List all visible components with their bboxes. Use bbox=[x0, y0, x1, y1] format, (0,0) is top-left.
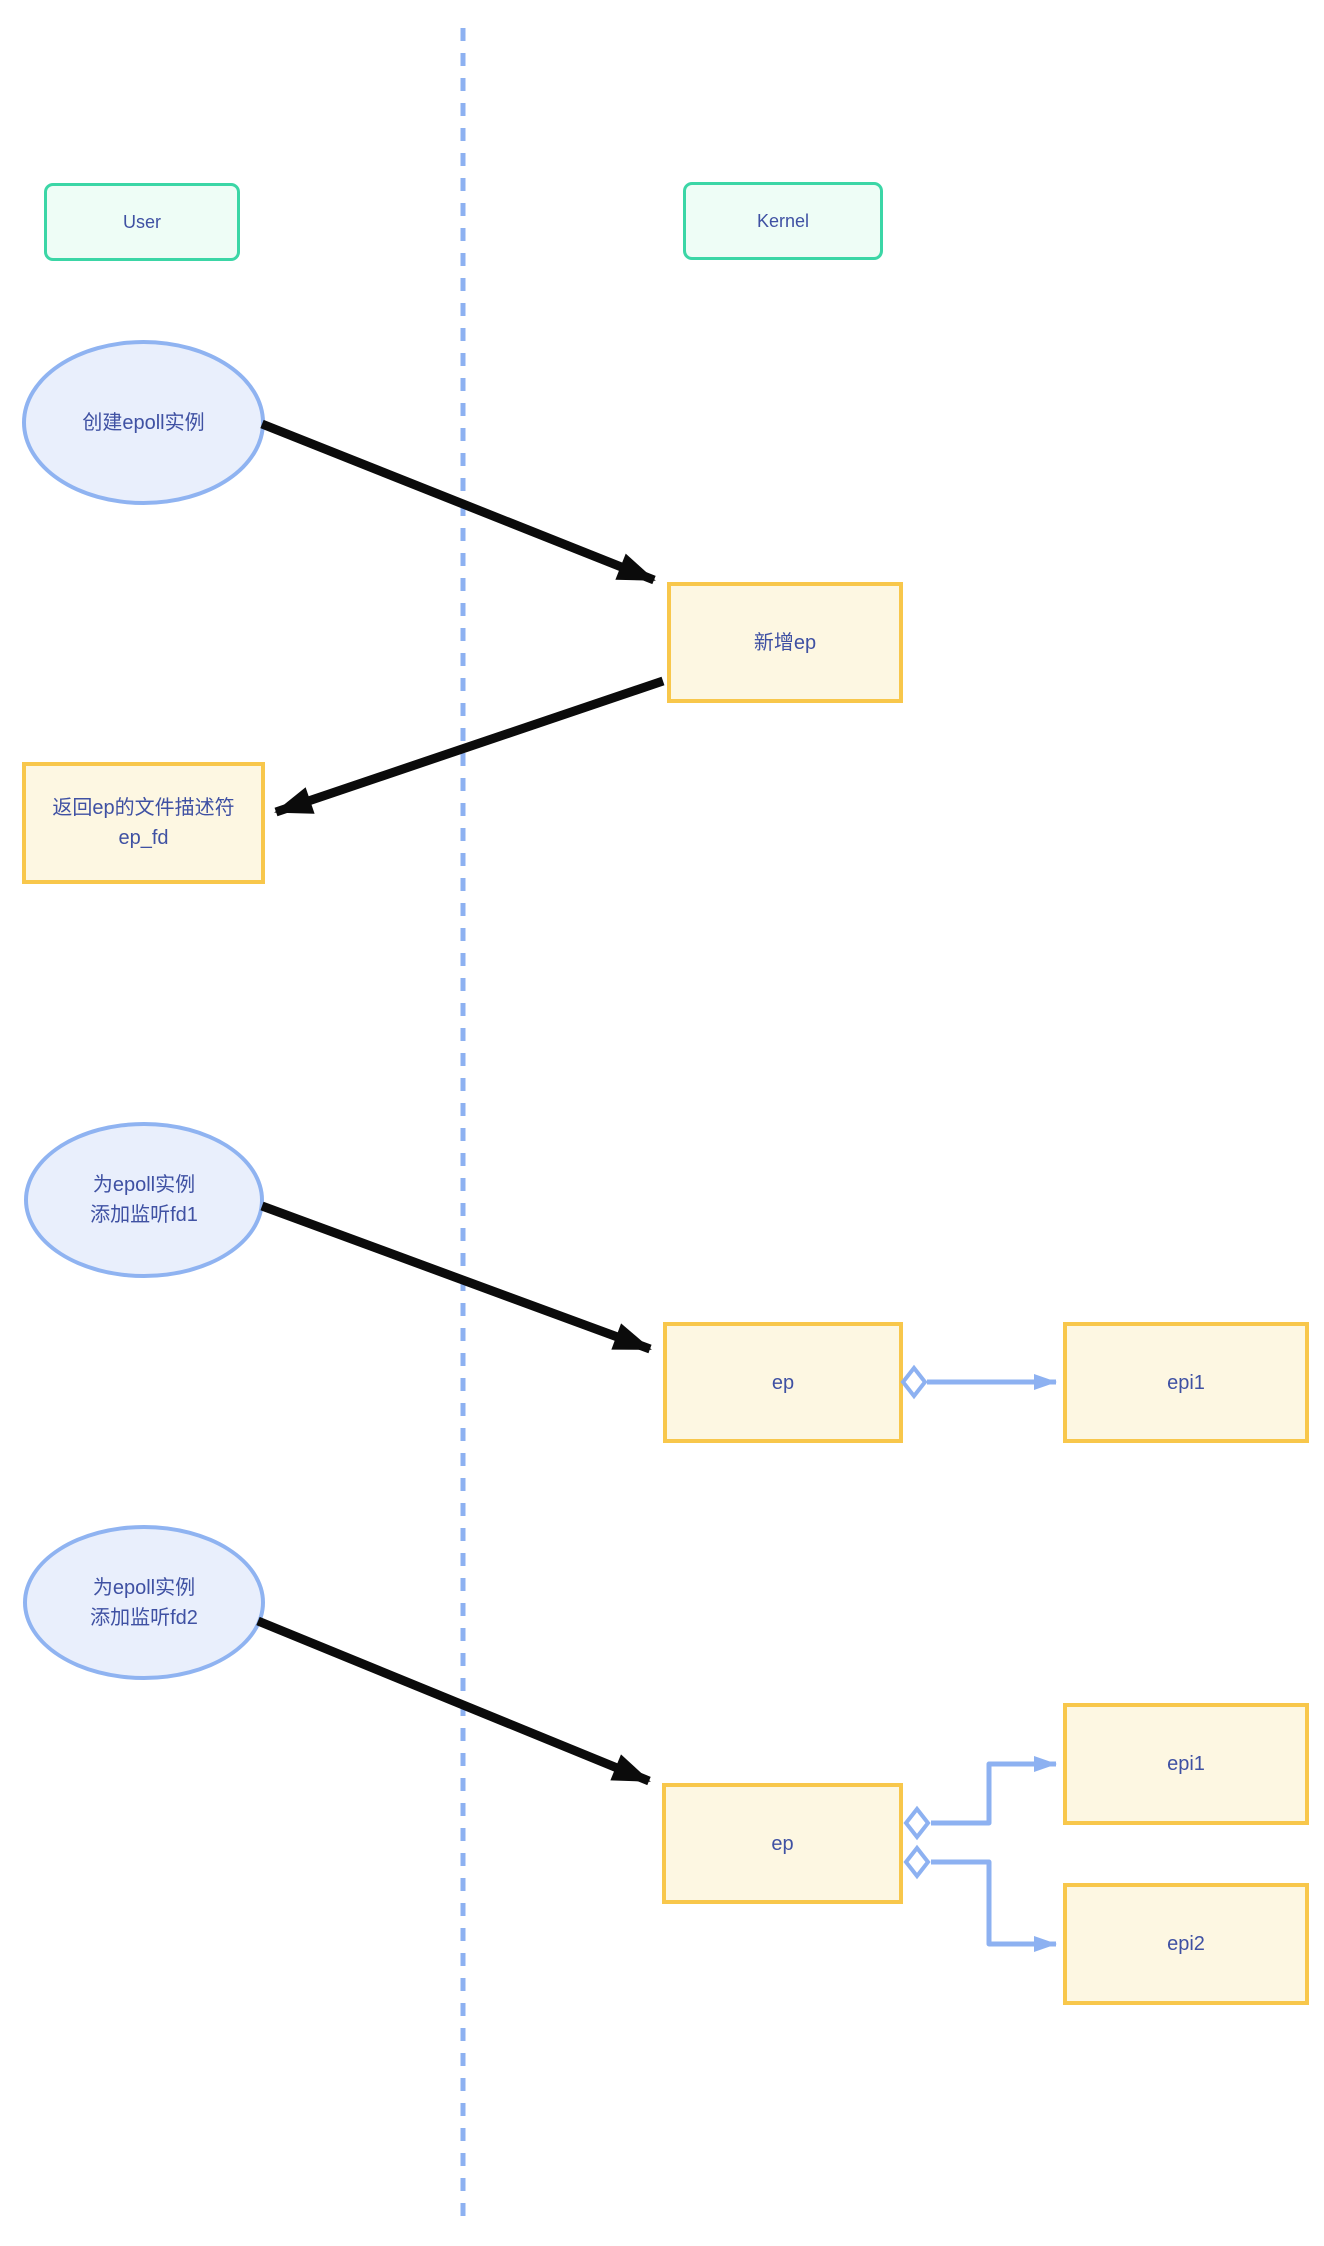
node-new-ep-label: 新增ep bbox=[753, 631, 817, 654]
node-create-epoll-label: 创建epoll实例 bbox=[82, 411, 205, 434]
diamond-ep-bottom-lower bbox=[903, 1844, 931, 1880]
node-epi1-mid-label: epi1 bbox=[1167, 1371, 1205, 1394]
node-epi1-mid: epi1 bbox=[1063, 1322, 1309, 1443]
node-create-epoll: 创建epoll实例 bbox=[22, 340, 265, 505]
node-add-watch-fd1: 为epoll实例 添加监听fd1 bbox=[24, 1122, 264, 1278]
diamond-ep-bottom-upper bbox=[903, 1805, 931, 1841]
node-ep-mid: ep bbox=[663, 1322, 903, 1443]
node-new-ep: 新增ep bbox=[667, 582, 903, 703]
node-add-watch-fd2-line1: 为epoll实例 bbox=[92, 1576, 196, 1599]
node-ep-bottom: ep bbox=[662, 1783, 903, 1904]
connector-ep-to-epi2-bottom bbox=[931, 1859, 1057, 1952]
lane-label-user: User bbox=[44, 183, 240, 261]
node-ep-mid-label: ep bbox=[771, 1371, 795, 1394]
node-epi1-bottom: epi1 bbox=[1063, 1703, 1309, 1825]
connector-ep-to-epi1-bottom bbox=[931, 1756, 1057, 1826]
node-epi2-bottom: epi2 bbox=[1063, 1883, 1309, 2005]
lane-label-user-text: User bbox=[122, 211, 161, 232]
node-ep-bottom-label: ep bbox=[771, 1832, 794, 1855]
arrow-addfd1-to-ep bbox=[260, 1201, 652, 1354]
arrow-newep-to-return-fd bbox=[274, 676, 665, 817]
node-add-watch-fd1-line2: 添加监听fd1 bbox=[90, 1204, 198, 1226]
node-epi2-bottom-label: epi2 bbox=[1167, 1933, 1205, 1955]
lane-label-kernel-text: Kernel bbox=[756, 210, 810, 231]
node-add-watch-fd2: 为epoll实例 添加监听fd2 bbox=[23, 1525, 265, 1680]
node-return-ep-fd-line1: 返回ep的文件描述符 bbox=[52, 797, 235, 819]
arrow-create-to-newep bbox=[260, 419, 656, 585]
lane-label-kernel: Kernel bbox=[683, 182, 883, 260]
node-return-ep-fd: 返回ep的文件描述符 ep_fd bbox=[22, 762, 265, 884]
node-return-ep-fd-line2: ep_fd bbox=[118, 827, 169, 849]
diamond-ep-mid bbox=[900, 1364, 928, 1400]
node-epi1-bottom-label: epi1 bbox=[1167, 1753, 1205, 1775]
node-add-watch-fd1-line1: 为epoll实例 bbox=[92, 1174, 196, 1196]
arrow-addfd2-to-ep bbox=[256, 1616, 651, 1786]
node-add-watch-fd2-line2: 添加监听fd2 bbox=[90, 1606, 198, 1629]
